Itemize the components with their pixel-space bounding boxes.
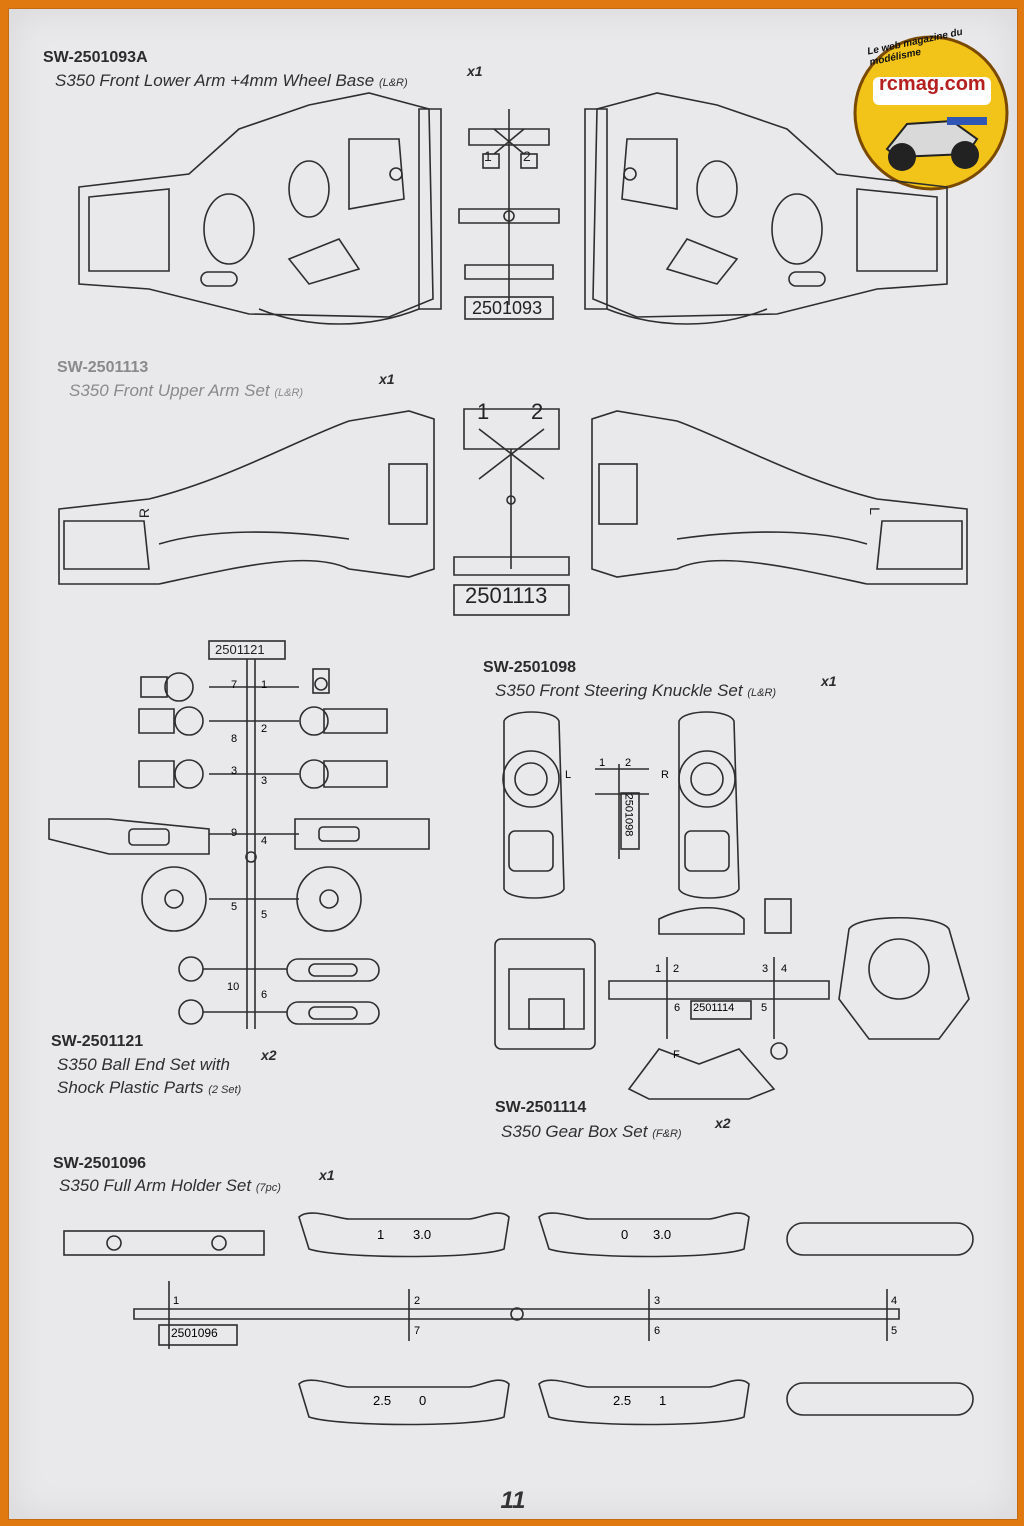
arm-holder-parts [63, 1212, 974, 1426]
knuckle-sprue-num-2: 2 [625, 757, 632, 769]
knuckle-sprue-label: 2501098 [622, 793, 635, 837]
gear-box-num-6: 6 [674, 1002, 681, 1014]
ball-end-sprue-label: 2501121 [215, 642, 265, 657]
lower-arm-left [78, 92, 442, 325]
ball-end-num-1: 1 [261, 679, 268, 691]
ball-end-num-2: 2 [261, 723, 268, 735]
lower-arm-sprue-label: 2501093 [472, 298, 543, 318]
upper-arm-title: S350 Front Upper Arm Set (L&R) [69, 381, 303, 401]
ball-end-sprue [48, 640, 430, 1029]
holder-sprue-num-6: 6 [654, 1325, 661, 1337]
ball-end-num-10: 10 [227, 981, 240, 993]
holder-sprue-num-7: 7 [414, 1325, 421, 1337]
holder-sprue-num-3: 3 [654, 1295, 661, 1307]
gear-box-title: S350 Gear Box Set (F&R) [501, 1122, 682, 1142]
logo-brand: rcmag.com [879, 73, 986, 95]
holder-sprue-num-5: 5 [891, 1325, 898, 1337]
upper-arm-left [58, 410, 435, 585]
lower-arm-sprue-num-2: 2 [523, 148, 531, 164]
arm-holder-title-text: S350 Full Arm Holder Set [59, 1176, 252, 1195]
lower-arm-title: S350 Front Lower Arm +4mm Wheel Base (L&… [55, 71, 408, 91]
gear-box-suffix: (F&R) [652, 1128, 682, 1140]
upper-arm-sprue-num-2: 2 [531, 399, 544, 424]
gear-box-mark-f: F [673, 1049, 680, 1061]
gear-box-title-text: S350 Gear Box Set [501, 1122, 648, 1141]
ball-end-num-5: 5 [261, 909, 268, 921]
arm-holder-qty: x1 [319, 1167, 335, 1183]
page-number: 11 [500, 1487, 526, 1514]
knuckle-sprue-num-1: 1 [599, 757, 606, 769]
ball-end-suffix: (2 Set) [208, 1084, 242, 1096]
knuckle-code: SW-2501098 [483, 659, 577, 676]
rcmag-logo[interactable]: Le web magazine du modélisme rcmag.com [847, 27, 1015, 197]
gear-box-num-4: 4 [781, 963, 788, 975]
holder-top-b-1: 0 [621, 1227, 629, 1242]
manual-page: Le web magazine du modélisme rcmag.com S… [8, 8, 1018, 1520]
holder-top-a-2: 3.0 [413, 1227, 432, 1242]
upper-arm-title-text: S350 Front Upper Arm Set [69, 381, 270, 400]
gear-box-code: SW-2501114 [495, 1099, 587, 1116]
logo-badge-icon [853, 35, 1009, 191]
lower-arm-suffix: (L&R) [378, 77, 408, 89]
arm-holder-suffix: (7pc) [255, 1182, 281, 1194]
gear-box-sprue-label: 2501114 [693, 1002, 735, 1014]
lower-arm-qty: x1 [467, 63, 483, 79]
holder-sprue-num-4: 4 [891, 1295, 898, 1307]
ball-end-qty: x2 [261, 1047, 277, 1063]
arm-holder-code: SW-2501096 [53, 1155, 147, 1172]
knuckle-parts [502, 711, 740, 899]
knuckle-suffix: (L&R) [747, 687, 777, 699]
upper-arm-sprue-label: 2501113 [465, 583, 548, 608]
knuckle-mark-l: L [565, 769, 572, 781]
upper-arm-sprue-num-1: 1 [477, 399, 490, 424]
lower-arm-code: SW-2501093A [43, 49, 148, 66]
ball-end-num-8: 8 [231, 733, 238, 745]
gear-box-num-1: 1 [655, 963, 662, 975]
holder-top-a-1: 1 [377, 1227, 385, 1242]
ball-end-code: SW-2501121 [51, 1033, 144, 1050]
ball-end-num-3: 3 [261, 775, 268, 787]
ball-end-title-2-text: Shock Plastic Parts [57, 1078, 204, 1097]
lower-arm-sprue [458, 109, 560, 320]
holder-bot-b-2: 1 [659, 1393, 667, 1408]
upper-arm-mark-r: R [136, 507, 153, 519]
knuckle-title-text: S350 Front Steering Knuckle Set [495, 681, 743, 700]
arm-holder-title: S350 Full Arm Holder Set (7pc) [59, 1176, 281, 1196]
ball-end-num-3l: 3 [231, 765, 238, 777]
knuckle-qty: x1 [821, 673, 837, 689]
lower-arm-sprue-num-1: 1 [484, 148, 492, 164]
gear-box-parts [494, 898, 970, 1100]
upper-arm-right [591, 410, 968, 585]
parts-drawing [48, 92, 974, 1426]
ball-end-num-4: 4 [261, 835, 268, 847]
holder-sprue-num-2: 2 [414, 1295, 421, 1307]
holder-top-b-2: 3.0 [653, 1227, 672, 1242]
holder-bot-a-2: 0 [419, 1393, 427, 1408]
holder-bot-a-1: 2.5 [373, 1393, 392, 1408]
knuckle-mark-r: R [661, 769, 669, 781]
upper-arm-suffix: (L&R) [274, 387, 304, 399]
upper-arm-sprue [453, 408, 570, 616]
ball-end-title-1: S350 Ball End Set with [57, 1055, 230, 1074]
holder-sprue-label: 2501096 [171, 1326, 218, 1340]
ball-end-num-7: 7 [231, 679, 238, 691]
lower-arm-title-text: S350 Front Lower Arm +4mm Wheel Base [55, 71, 375, 90]
gear-box-qty: x2 [715, 1115, 731, 1131]
knuckle-title: S350 Front Steering Knuckle Set (L&R) [495, 681, 776, 701]
upper-arm-qty: x1 [379, 371, 395, 387]
gear-box-num-3: 3 [762, 963, 769, 975]
gear-box-num-2: 2 [673, 963, 680, 975]
gear-box-num-5: 5 [761, 1002, 768, 1014]
ball-end-num-5l: 5 [231, 901, 238, 913]
upper-arm-code: SW-2501113 [57, 359, 149, 376]
holder-sprue-num-1: 1 [173, 1295, 180, 1307]
ball-end-title-2: Shock Plastic Parts (2 Set) [57, 1078, 241, 1098]
ball-end-num-9: 9 [231, 827, 238, 839]
lower-arm-right [584, 92, 948, 325]
upper-arm-mark-l: L [866, 507, 883, 515]
ball-end-num-6: 6 [261, 989, 268, 1001]
holder-bot-b-1: 2.5 [613, 1393, 632, 1408]
